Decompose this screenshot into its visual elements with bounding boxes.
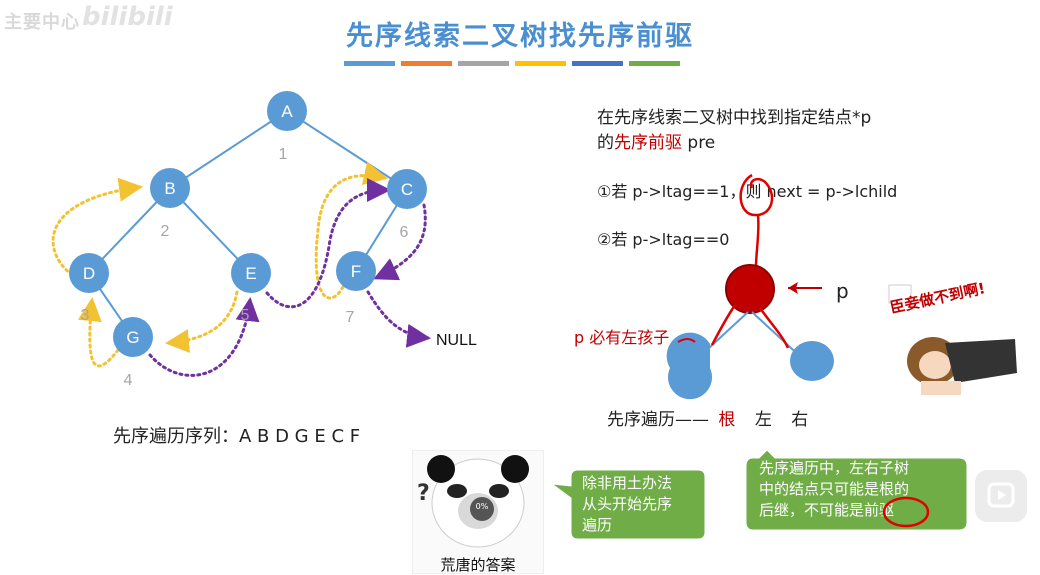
explain-line-2-suffix: pre [682,133,716,153]
right-child-node [790,341,834,381]
order-d: 3 [81,307,90,324]
left-bubble-shape [550,469,706,540]
preorder-right: 右 [791,410,809,430]
accent-bar [515,61,566,66]
right-bubble-line-3: 后继，不可能是前驱 [759,501,895,519]
thread-g-to-d [77,297,120,368]
edge-a-c [286,110,408,190]
p-node [725,264,775,314]
node-e-circle [231,253,271,293]
node-d-label: D [83,264,95,283]
left-child-note: p 必有左孩子 [574,328,670,347]
panda-face-image [427,455,529,548]
bilibili-logo: bilibili [82,2,173,32]
order-e: 5 [241,307,250,324]
traversal-sequence: 先序遍历序列：A B D G E C F [113,426,361,447]
node-g-label: G [126,328,139,347]
explain-line-1: 在先序线索二叉树中找到指定结点*p [597,108,872,128]
node-c-circle [387,169,427,209]
left-bubble-line-2: 从头开始先序 [582,495,673,513]
left-bubble-text: 除非用土办法 从头开始先序 遍历 [582,473,672,536]
kneeling-character-image [888,284,1017,395]
watermark-text: 主要中心 [4,12,80,33]
node-c-label: C [401,180,413,199]
node-a-circle [267,91,307,131]
node-f-label: F [351,262,361,281]
explain-line-2-highlight: 先序前驱 [614,133,682,153]
node-b-circle [150,168,190,208]
order-c: 6 [400,224,409,241]
accent-bar [572,61,623,66]
node-f-circle [336,251,376,291]
case-1: ①若 p->ltag==1，则 next = p->lchild [597,182,898,201]
order-b: 2 [161,223,170,240]
node-g-circle [113,317,153,357]
case-2: ②若 p->ltag==0 [597,230,730,249]
play-icon [987,482,1015,508]
edge-a-b [169,110,288,189]
thread-f-to-c [314,161,388,300]
preorder-rule: 先序遍历—— 根 左 右 [607,405,808,430]
thread-g-to-e [148,297,260,377]
right-bubble-shape [745,449,968,531]
panda-caption: 荒唐的答案 [440,556,516,574]
left-child-tick [677,338,696,343]
accent-bar [629,61,680,66]
accent-bars [344,61,680,67]
thread-f-to-null [366,290,431,348]
explain-line-2: 的先序前驱 pre [597,128,715,153]
node-d-circle [69,253,109,293]
left-bubble-line-1: 除非用土办法 [582,474,673,492]
kneeling-meme: 臣妾做不到啊! [885,279,1025,403]
explain-line-2-prefix: 的 [597,133,614,153]
order-numbers: 1 2 6 3 5 7 4 [81,146,409,389]
p-pointer-head [788,282,798,294]
node-labels: A B C D E F G [83,102,413,347]
thread-e-to-g [165,290,239,353]
left-bubble-line-3: 遍历 [582,516,613,534]
order-g: 4 [124,372,133,389]
accent-bar [401,61,452,66]
successor-threads [148,178,431,377]
red-arrow-left [710,304,737,346]
thread-d-to-b [51,177,143,277]
slide-title: 先序线索二叉树找先序前驱 [346,21,694,52]
predecessor-threads [51,161,388,368]
accent-bar [458,61,509,66]
red-arrow-right [758,307,790,349]
play-button[interactable] [975,470,1027,522]
threaded-binary-tree: A B C D E F G 1 2 6 3 5 7 4 NULL [51,91,477,389]
order-f: 7 [346,309,355,326]
order-a: 1 [279,146,288,163]
node-b-label: B [164,179,175,198]
right-bubble-line-1: 先序遍历中，左右子树 [759,459,910,477]
red-handwritten-circle [882,496,930,528]
p-label: p [836,279,849,303]
tree-nodes [69,91,427,357]
loading-percent: 0% [475,502,489,511]
thread-c-to-f [373,203,427,281]
preorder-rule-prefix: 先序遍历—— [607,410,709,430]
accent-bar [344,61,395,66]
right-bubble-line-2: 中的结点只可能是根的 [759,480,910,498]
thread-e-to-c [265,178,391,309]
node-a-label: A [281,102,293,121]
preorder-root: 根 [718,410,736,430]
sketch-diagram [666,173,834,400]
handwritten-circle [739,173,774,217]
tree-edges [88,110,408,338]
preorder-left: 左 [754,410,772,430]
null-label: NULL [436,332,477,349]
left-child-node [666,332,712,400]
node-e-label: E [245,264,256,283]
panda-meme: 0% ? 荒唐的答案 [412,450,544,574]
question-mark: ? [417,481,430,506]
right-bubble-text: 先序遍历中，左右子树 中的结点只可能是根的 后继，不可能是前驱 [759,458,909,521]
